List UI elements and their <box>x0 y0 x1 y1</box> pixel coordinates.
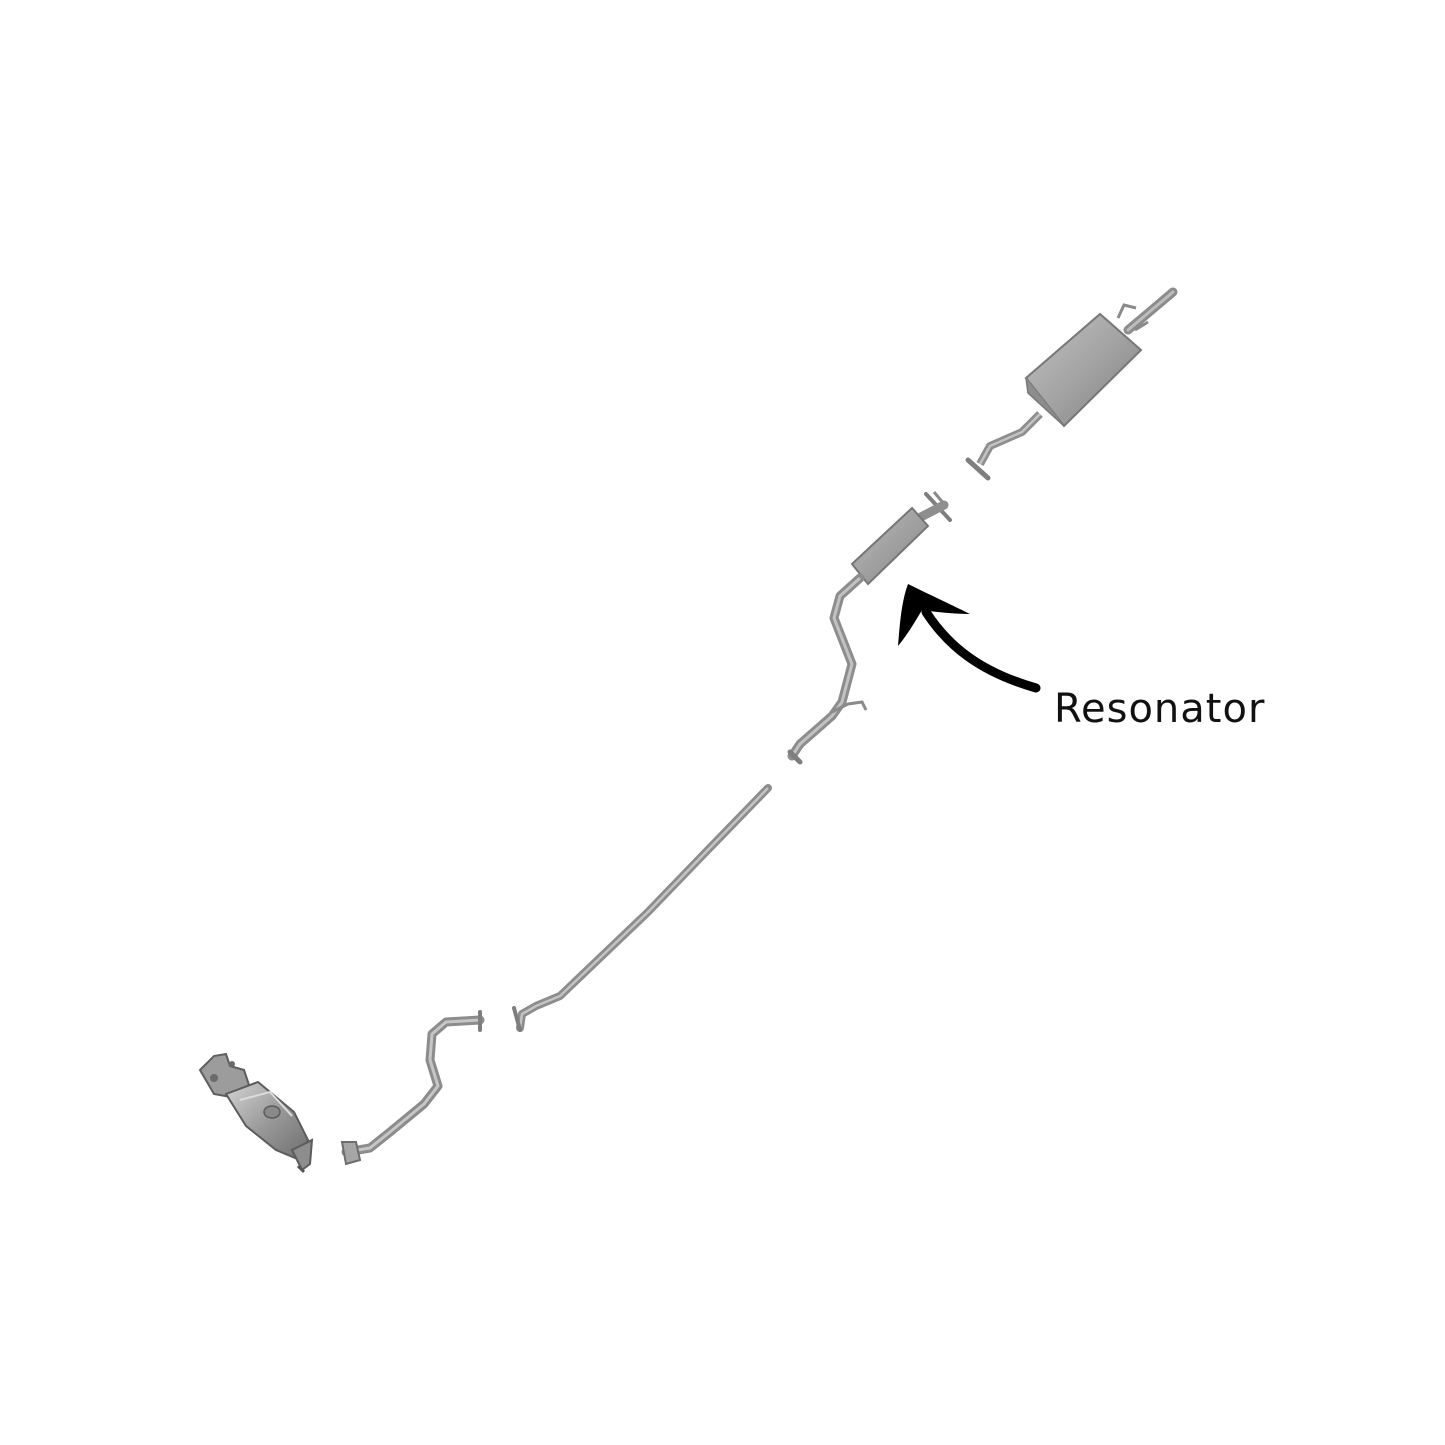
muffler-icon <box>965 287 1178 481</box>
callout-arrow <box>921 607 1041 693</box>
resonator-callout: Resonator <box>898 584 1265 732</box>
front-pipe <box>340 1010 485 1166</box>
arrow-head <box>898 584 970 646</box>
resonator-pipe <box>787 491 952 765</box>
resonator-icon <box>787 491 952 765</box>
intermediate-pipe <box>512 784 772 1032</box>
rear-muffler <box>965 287 1178 481</box>
intermediate-pipe-icon <box>512 784 772 1032</box>
catalytic-converter <box>198 1052 314 1174</box>
resonator-label: Resonator <box>1054 686 1265 732</box>
front-pipe-icon <box>340 1010 485 1166</box>
catalytic-converter-icon <box>198 1052 314 1174</box>
